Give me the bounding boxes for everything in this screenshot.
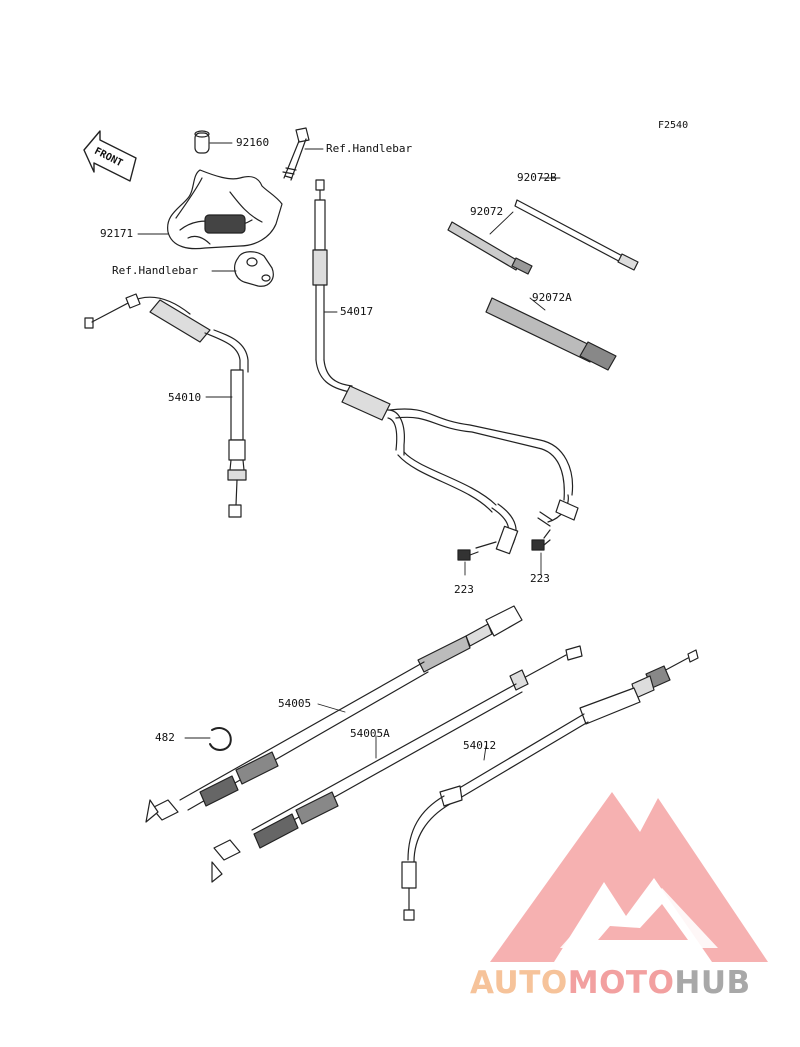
callout-ref-handlebar-2: Ref.Handlebar bbox=[112, 264, 199, 277]
watermark-text: AUTOMOTOHUB bbox=[470, 966, 751, 1000]
cable-54012 bbox=[401, 649, 699, 921]
collar-92160 bbox=[194, 130, 210, 154]
tie-92072A bbox=[485, 297, 617, 371]
clip-482 bbox=[209, 726, 232, 751]
callout-54005: 54005 bbox=[278, 697, 312, 710]
screw-223-right-icon bbox=[531, 539, 551, 551]
callout-92160: 92160 bbox=[236, 136, 270, 149]
callout-54005A: 54005A bbox=[350, 727, 390, 740]
callout-223-right: 223 bbox=[530, 572, 550, 585]
tie-92072 bbox=[447, 221, 533, 275]
callout-92072B: 92072B bbox=[517, 171, 557, 184]
cable-54017 bbox=[312, 179, 579, 555]
bolt-icon bbox=[282, 127, 310, 181]
front-arrow-icon bbox=[83, 130, 137, 182]
callout-54010: 54010 bbox=[168, 391, 202, 404]
screw-223-left-icon bbox=[457, 549, 479, 561]
cable-holder-92171 bbox=[167, 169, 283, 250]
leader-lines bbox=[137, 142, 561, 761]
cable-54005 bbox=[145, 605, 523, 823]
callout-92072A: 92072A bbox=[532, 291, 572, 304]
callout-ref-handlebar-1: Ref.Handlebar bbox=[326, 142, 413, 155]
tie-92072B bbox=[514, 199, 639, 271]
cable-54010 bbox=[84, 293, 249, 518]
watermark-part-hub: HUB bbox=[674, 965, 751, 1001]
watermark-logo bbox=[490, 792, 768, 962]
cable-54005A bbox=[211, 645, 583, 883]
callout-54017: 54017 bbox=[340, 305, 374, 318]
callout-92171: 92171 bbox=[100, 227, 134, 240]
callout-223-left: 223 bbox=[454, 583, 474, 596]
watermark-part-moto: MOTO bbox=[567, 965, 675, 1001]
callout-92072: 92072 bbox=[470, 205, 504, 218]
callout-482: 482 bbox=[155, 731, 175, 744]
figure-code: F2540 bbox=[658, 120, 689, 131]
callout-54012: 54012 bbox=[463, 739, 497, 752]
handlebar-clamp-icon bbox=[234, 251, 274, 287]
watermark-part-auto: AUTO bbox=[470, 965, 568, 1001]
